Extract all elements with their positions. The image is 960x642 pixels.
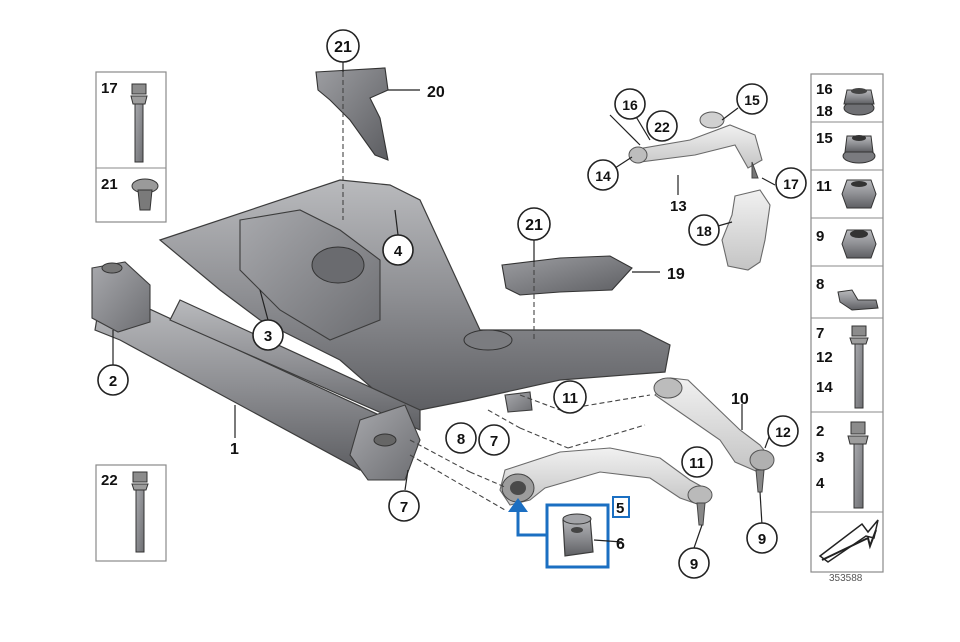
callout-14[interactable]: 14 bbox=[587, 159, 619, 191]
flange-nut-icon bbox=[842, 135, 876, 164]
bracket-icon bbox=[837, 289, 879, 311]
callout-7a[interactable]: 7 bbox=[478, 424, 510, 456]
bushing bbox=[562, 513, 594, 557]
callout-8[interactable]: 8 bbox=[445, 422, 477, 454]
part-18-label: 18 bbox=[816, 103, 833, 120]
highlight-arrow-icon bbox=[508, 498, 528, 512]
callout-1[interactable]: 1 bbox=[230, 441, 239, 458]
part-2-label: 2 bbox=[816, 423, 824, 440]
callout-10[interactable]: 10 bbox=[731, 391, 749, 408]
callout-21a[interactable]: 21 bbox=[326, 29, 360, 63]
callout-21b[interactable]: 21 bbox=[517, 207, 551, 241]
heat-shield-upper bbox=[315, 67, 389, 161]
svg-text:9: 9 bbox=[758, 531, 766, 548]
dust-boot bbox=[721, 189, 771, 271]
callout-16[interactable]: 16 bbox=[614, 88, 646, 120]
flange-bolt-icon bbox=[847, 421, 869, 509]
callout-4[interactable]: 4 bbox=[382, 234, 414, 266]
callout-9a[interactable]: 9 bbox=[678, 547, 710, 579]
svg-text:4: 4 bbox=[394, 243, 403, 260]
left-parts-box-upper: 17 21 bbox=[95, 71, 167, 223]
part-7-label: 7 bbox=[816, 325, 824, 342]
part-21-label: 21 bbox=[101, 176, 118, 193]
svg-text:21: 21 bbox=[334, 39, 352, 56]
callout-22[interactable]: 22 bbox=[646, 110, 678, 142]
callout-9b[interactable]: 9 bbox=[746, 522, 778, 554]
svg-text:16: 16 bbox=[622, 97, 638, 113]
callout-18[interactable]: 18 bbox=[688, 214, 720, 246]
bolt-icon bbox=[131, 471, 149, 553]
svg-text:7: 7 bbox=[490, 433, 498, 450]
svg-text:7: 7 bbox=[400, 499, 408, 516]
svg-text:12: 12 bbox=[775, 424, 791, 440]
svg-text:21: 21 bbox=[525, 217, 543, 234]
callout-11a[interactable]: 11 bbox=[553, 380, 587, 414]
self-locking-nut-icon bbox=[841, 229, 877, 259]
leader-lines bbox=[112, 62, 776, 549]
part-14-label: 14 bbox=[816, 379, 833, 396]
svg-text:14: 14 bbox=[595, 168, 611, 184]
svg-text:18: 18 bbox=[696, 223, 712, 239]
callout-15[interactable]: 15 bbox=[736, 83, 768, 115]
part-12-label: 12 bbox=[816, 349, 833, 366]
front-axle-subframe bbox=[91, 179, 671, 481]
svg-text:11: 11 bbox=[689, 455, 705, 472]
part-16-label: 16 bbox=[816, 81, 833, 98]
callout-2[interactable]: 2 bbox=[97, 364, 129, 396]
diagram-id: 353588 bbox=[829, 573, 863, 584]
callout-6[interactable]: 6 bbox=[616, 536, 625, 553]
svg-text:3: 3 bbox=[264, 328, 272, 345]
upper-control-arm bbox=[628, 111, 763, 179]
right-parts-column: 16 18 15 11 9 8 7 12 14 bbox=[810, 73, 884, 573]
tension-strut bbox=[653, 377, 775, 493]
part-3-label: 3 bbox=[816, 449, 824, 466]
svg-text:11: 11 bbox=[562, 390, 578, 407]
part-17-label: 17 bbox=[101, 80, 118, 97]
wishbone bbox=[499, 447, 713, 526]
svg-text:15: 15 bbox=[744, 92, 760, 108]
svg-text:9: 9 bbox=[690, 556, 698, 573]
clip-nut-icon bbox=[131, 178, 159, 211]
bolt-icon bbox=[130, 83, 148, 163]
callout-3[interactable]: 3 bbox=[252, 319, 284, 351]
hex-nut-icon bbox=[841, 179, 877, 209]
part-11-label: 11 bbox=[816, 178, 832, 195]
long-bolt-icon bbox=[849, 325, 869, 409]
part-4-label: 4 bbox=[816, 475, 825, 492]
svg-text:8: 8 bbox=[457, 431, 465, 448]
direction-arrow-icon bbox=[814, 516, 880, 569]
part-9-label: 9 bbox=[816, 228, 824, 245]
callout-11b[interactable]: 11 bbox=[681, 446, 713, 478]
highlight-connector bbox=[516, 508, 547, 537]
callout-13[interactable]: 13 bbox=[670, 198, 687, 215]
svg-text:22: 22 bbox=[654, 119, 670, 135]
svg-text:17: 17 bbox=[783, 176, 799, 192]
callout-7b[interactable]: 7 bbox=[388, 490, 420, 522]
callout-19[interactable]: 19 bbox=[667, 266, 685, 283]
callout-20[interactable]: 20 bbox=[427, 84, 445, 101]
part-22-label: 22 bbox=[101, 472, 118, 489]
heat-shield-right bbox=[501, 255, 633, 296]
callout-12[interactable]: 12 bbox=[767, 415, 799, 447]
part-15-label: 15 bbox=[816, 130, 833, 147]
svg-text:2: 2 bbox=[109, 373, 117, 390]
part-5-highlight-box bbox=[612, 496, 630, 518]
callout-17[interactable]: 17 bbox=[775, 167, 807, 199]
collar-nut-icon bbox=[843, 88, 875, 116]
part-8-label: 8 bbox=[816, 276, 824, 293]
callout-5[interactable]: 5 bbox=[616, 500, 624, 517]
left-parts-box-lower: 22 bbox=[95, 464, 167, 562]
